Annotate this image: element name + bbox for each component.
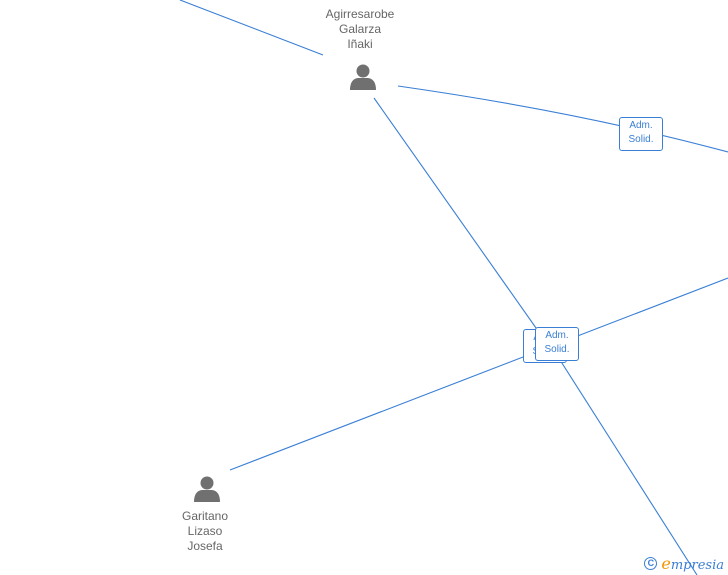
person-name-line: Lizaso	[187, 524, 223, 538]
person-icon[interactable]	[348, 62, 378, 92]
person-name-line: Agirresarobe	[325, 7, 395, 21]
person-icon[interactable]	[192, 474, 222, 504]
relation-label-line: Solid.	[628, 134, 654, 145]
brand-initial: e	[661, 553, 671, 573]
relation-label-line: Solid.	[544, 344, 570, 355]
relation-label-line: Adm.	[629, 120, 653, 131]
relation-badge[interactable]: Adm. Solid.	[619, 117, 663, 151]
person-name-agirresarobe[interactable]: Agirresarobe Galarza Iñaki	[300, 7, 420, 52]
brand-logo: empresia	[661, 554, 724, 573]
person-name-line: Garitano	[181, 509, 229, 523]
edge-agirresarobe-to-center	[373, 97, 549, 346]
person-name-line: Josefa	[187, 539, 223, 553]
brand-rest: mpresia	[670, 557, 724, 573]
empresia-watermark: C empresia	[644, 554, 724, 573]
person-name-line: Galarza	[338, 22, 382, 36]
relation-badge[interactable]: Adm. Solid.	[535, 327, 579, 361]
edge-agirresarobe-to-right-company	[397, 85, 728, 153]
person-name-garitano[interactable]: Garitano Lizaso Josefa	[145, 509, 265, 554]
copyright-icon: C	[644, 556, 658, 570]
edge-center-to-bottom-company	[559, 359, 698, 575]
person-name-line: Iñaki	[347, 37, 373, 51]
edge-garitano-to-right-company	[229, 277, 728, 471]
edge-offscreen-to-agirresarobe	[179, 0, 324, 56]
relation-label-line: Adm.	[545, 330, 569, 341]
